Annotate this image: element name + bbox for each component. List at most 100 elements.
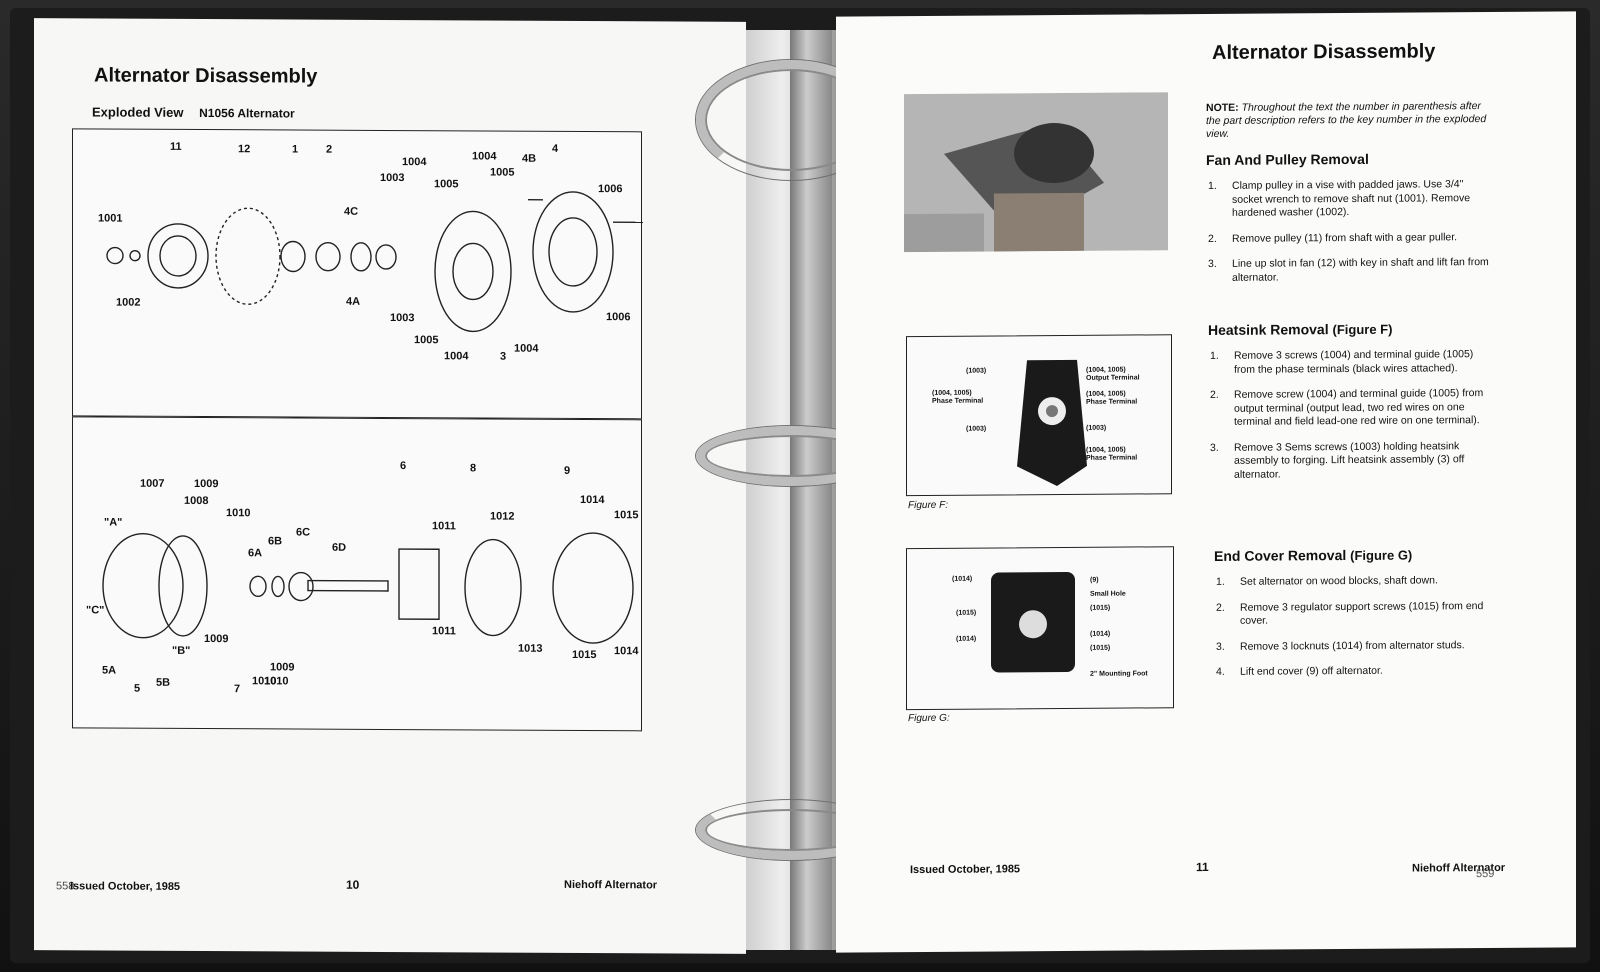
part-number-label: 6D — [332, 541, 347, 554]
part-number-label: 12 — [238, 143, 251, 156]
left-page: Alternator Disassembly Exploded View N10… — [34, 18, 746, 954]
step-number: 1. — [1216, 575, 1225, 588]
part-number-label: 8 — [470, 462, 477, 475]
part-number-label: 5 — [134, 682, 141, 695]
part-number-label: 1005 — [490, 166, 515, 179]
section-title-heatsink: Heatsink Removal (Figure F) — [1208, 321, 1392, 338]
model-label: N1056 Alternator — [199, 106, 295, 121]
step-number: 2. — [1210, 388, 1219, 401]
note-paragraph: NOTE: Throughout the text the number in … — [1206, 100, 1488, 141]
step-number: 1. — [1208, 179, 1217, 192]
step-text: Line up slot in fan (12) with key in sha… — [1232, 256, 1489, 284]
figure-callout: (1004, 1005) Phase Terminal — [932, 389, 984, 405]
step-number: 3. — [1208, 257, 1217, 270]
part-number-label: 1010 — [252, 675, 277, 688]
part-number-label: 1005 — [414, 334, 439, 347]
part-number-label: 1015 — [614, 509, 639, 522]
right-footer-issued: Issued October, 1985 — [910, 863, 1021, 877]
figure-callout: (1003) — [1086, 424, 1107, 432]
part-number-label: 1005 — [434, 178, 459, 191]
exploded-view-top-diagram — [72, 128, 663, 420]
figure-callout: (1014) — [952, 575, 973, 583]
section-figure-ref: (Figure F) — [1332, 321, 1393, 338]
part-number-label: 7 — [234, 683, 241, 696]
part-number-label: 6 — [400, 460, 407, 473]
section-title-fan-pulley: Fan And Pulley Removal — [1206, 151, 1369, 168]
step-number: 1. — [1210, 349, 1219, 362]
step-number: 3. — [1216, 640, 1225, 653]
part-number-label: 4B — [522, 152, 537, 165]
figure-callout: (1015) — [1090, 644, 1111, 652]
part-number-label: "B" — [172, 644, 191, 657]
step-text: Set alternator on wood blocks, shaft dow… — [1240, 574, 1438, 588]
part-number-label: 4 — [552, 142, 559, 155]
figure-callout: (1004, 1005) Phase Terminal — [1086, 390, 1138, 406]
right-page: Alternator Disassembly NOTE: Throughout … — [836, 11, 1576, 953]
step-item: 1. Set alternator on wood blocks, shaft d… — [1216, 574, 1498, 589]
part-number-label: 4C — [344, 205, 359, 218]
step-text: Remove pulley (11) from shaft with a gea… — [1232, 230, 1458, 245]
exploded-view-label: Exploded View — [92, 104, 184, 120]
figure-callout: 2" Mounting Foot — [1090, 670, 1148, 678]
step-text: Remove 3 Sems screws (1003) holding heat… — [1234, 439, 1465, 481]
section-title-text: End Cover Removal — [1214, 547, 1347, 564]
part-number-label: 1008 — [184, 494, 209, 508]
part-number-label: 11 — [170, 140, 182, 153]
step-text: Clamp pulley in a vise with padded jaws.… — [1232, 178, 1471, 219]
part-number-label: 2 — [326, 143, 333, 156]
alternator-vise-photo — [904, 92, 1168, 253]
section-title-end-cover: End Cover Removal (Figure G) — [1214, 547, 1412, 564]
part-number-label: 1009 — [204, 633, 229, 646]
part-number-label: 6C — [296, 526, 311, 539]
part-number-label: 4A — [346, 295, 361, 308]
step-item: 3.Remove 3 Sems screws (1003) holding he… — [1210, 440, 1492, 482]
figure-f-caption: Figure F: — [908, 499, 949, 512]
figure-callout: (1015) — [956, 609, 977, 617]
figure-callout: (1004, 1005) Phase Terminal — [1086, 446, 1138, 462]
part-number-label: 1007 — [140, 477, 165, 490]
part-number-label: 1014 — [614, 645, 639, 658]
step-text: Remove 3 regulator support screws (1015)… — [1240, 599, 1484, 627]
part-number-label: 3 — [500, 350, 507, 363]
part-number-label: 1011 — [432, 625, 456, 638]
part-number-label: 1002 — [116, 296, 141, 309]
figure-f-box — [906, 334, 1172, 497]
figure-g-drawing — [991, 571, 1075, 673]
steps-end-cover: 1. Set alternator on wood blocks, shaft d… — [1216, 574, 1498, 691]
step-number: 2. — [1216, 601, 1225, 614]
step-text: Lift end cover (9) off alternator. — [1240, 664, 1383, 678]
exploded-view-heading: Exploded View N1056 Alternator — [92, 104, 295, 120]
left-footer-brand: Niehoff Alternator — [564, 878, 658, 892]
figure-callout: (1014) — [1090, 630, 1111, 638]
step-number: 4. — [1216, 665, 1225, 678]
figure-callout: (1004, 1005) Output Terminal — [1086, 366, 1140, 382]
section-figure-ref: (Figure G) — [1350, 547, 1413, 563]
binder-ring-mechanism — [790, 30, 832, 950]
part-number-label: 1003 — [380, 171, 405, 185]
part-number-label: 1010 — [226, 507, 251, 520]
left-page-title: Alternator Disassembly — [94, 64, 318, 88]
step-number: 2. — [1208, 232, 1217, 245]
part-number-label: 1006 — [606, 311, 631, 324]
part-number-label: 6A — [248, 547, 263, 560]
step-item: 2.Remove screw (1004) and terminal guide… — [1210, 387, 1492, 429]
right-margin-page-number: 559 — [1476, 867, 1495, 881]
note-text: Throughout the text the number in parent… — [1206, 100, 1487, 140]
exploded-view-bottom-diagram — [72, 416, 642, 732]
part-number-label: 1004 — [444, 350, 469, 363]
figure-g-box — [906, 546, 1174, 711]
part-number-label: 1009 — [270, 661, 295, 674]
part-number-label: 1004 — [472, 150, 497, 163]
part-number-label: 1004 — [514, 342, 539, 355]
figure-callout: Small Hole — [1090, 590, 1126, 598]
step-item: 1. Clamp pulley in a vise with padded jaw… — [1208, 178, 1490, 220]
exploded-parts-drawing-bottom — [102, 532, 634, 644]
part-number-label: 1012 — [490, 510, 515, 523]
step-item: 2. Remove 3 regulator support screws (101… — [1216, 599, 1498, 628]
step-text: Remove 3 locknuts (1014) from alternator… — [1240, 638, 1465, 653]
part-number-label: 5B — [156, 676, 171, 689]
part-number-label: 9 — [564, 464, 571, 477]
step-text: Remove 3 screws (1004) and terminal guid… — [1234, 348, 1474, 376]
part-number-label: 1013 — [518, 642, 543, 655]
figure-callout: (1003) — [966, 425, 987, 433]
